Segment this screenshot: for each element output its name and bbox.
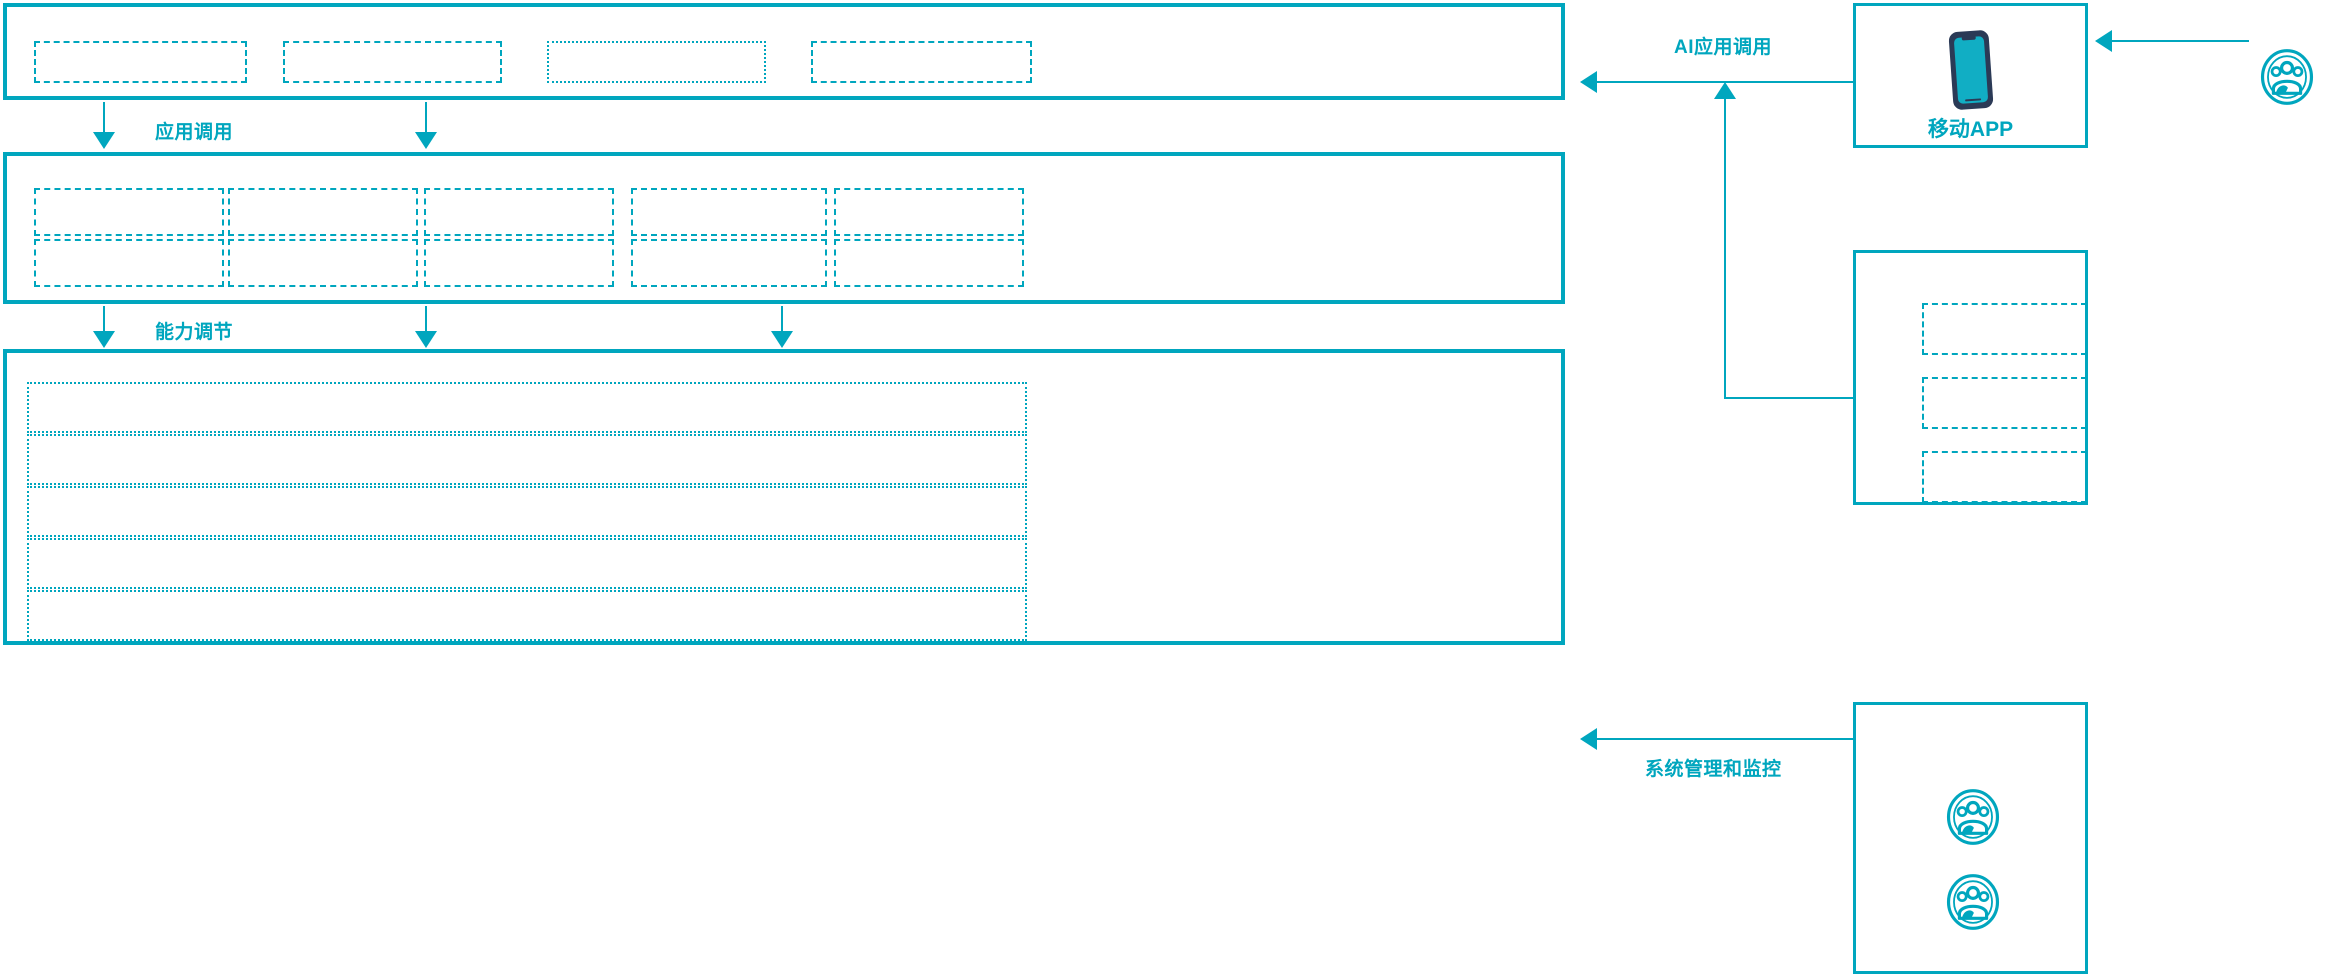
- capability-arrow-head-2: [415, 331, 437, 348]
- channel-riser-arrow-head: [1714, 82, 1736, 99]
- infrastructure-layer-row-5[interactable]: [27, 590, 1027, 641]
- actors-card-user-group-icon-2: [1944, 873, 2002, 936]
- app-call-arrow-stem-2: [425, 102, 427, 136]
- capability-layer-slot-r2c3[interactable]: [424, 239, 614, 287]
- capability-layer-slot-r1c1[interactable]: [34, 188, 224, 236]
- infrastructure-layer-row-2[interactable]: [27, 434, 1027, 485]
- smartphone-icon: [1944, 28, 1998, 117]
- capability-arrow-head-1: [93, 331, 115, 348]
- ai-app-call-label: AI应用调用: [1674, 37, 1773, 58]
- channel-card[interactable]: [1853, 250, 2088, 505]
- application-layer-panel: [3, 3, 1565, 100]
- system-mgmt-label: 系统管理和监控: [1645, 759, 1782, 780]
- capability-layer-slot-r2c1[interactable]: [34, 239, 224, 287]
- capability-arrow-head-3: [771, 331, 793, 348]
- actor-to-app-arrow-head: [2095, 30, 2112, 52]
- system-mgmt-arrow-head: [1580, 728, 1597, 750]
- channel-riser-foot-line: [1724, 397, 1854, 399]
- infrastructure-layer-row-4[interactable]: [27, 538, 1027, 589]
- infrastructure-layer-panel: [3, 349, 1565, 645]
- capability-layer-slot-r1c3[interactable]: [424, 188, 614, 236]
- capability-layer-slot-r1c5[interactable]: [834, 188, 1024, 236]
- mobile-app-card-label: 移动APP: [1927, 118, 2014, 141]
- channel-card-slot-3[interactable]: [1922, 451, 2087, 503]
- user-group-icon-svg: [2260, 49, 2314, 105]
- application-layer-slot-2[interactable]: [283, 41, 502, 83]
- system-mgmt-arrow-line: [1597, 738, 1854, 740]
- channel-riser-line: [1724, 97, 1726, 399]
- capability-arrow-stem-2: [425, 306, 427, 338]
- application-layer-slot-1[interactable]: [34, 41, 247, 83]
- channel-card-slot-1[interactable]: [1922, 303, 2087, 355]
- app-call-label: 应用调用: [155, 122, 234, 143]
- capability-arrow-stem-1: [103, 306, 105, 338]
- capability-layer-panel: [3, 152, 1565, 304]
- capability-layer-slot-r1c4[interactable]: [631, 188, 827, 236]
- user-group-icon-svg: [1946, 789, 2000, 845]
- app-call-arrow-head-1: [93, 132, 115, 149]
- app-call-arrow-stem-1: [103, 102, 105, 136]
- capability-layer-slot-r2c5[interactable]: [834, 239, 1024, 287]
- infrastructure-layer-row-1[interactable]: [27, 382, 1027, 433]
- app-call-arrow-head-2: [415, 132, 437, 149]
- infrastructure-layer-row-3[interactable]: [27, 486, 1027, 537]
- smartphone-icon-svg: [1948, 30, 1993, 110]
- ai-app-call-arrow-head: [1580, 71, 1597, 93]
- capability-arrow-stem-3: [781, 306, 783, 338]
- capability-layer-slot-r1c2[interactable]: [228, 188, 418, 236]
- channel-card-slot-2[interactable]: [1922, 377, 2087, 429]
- external-actor-user-group-icon: [2258, 48, 2316, 111]
- actor-to-app-arrow-line: [2112, 40, 2249, 42]
- actors-card[interactable]: [1853, 702, 2088, 974]
- capability-layer-slot-r2c2[interactable]: [228, 239, 418, 287]
- actors-card-user-group-icon-1: [1944, 788, 2002, 851]
- capability-layer-slot-r2c4[interactable]: [631, 239, 827, 287]
- user-group-icon-svg: [1946, 874, 2000, 930]
- application-layer-slot-4[interactable]: [811, 41, 1032, 83]
- application-layer-slot-3[interactable]: [547, 41, 766, 83]
- mobile-app-card[interactable]: 移动APP: [1853, 3, 2088, 148]
- capability-adjust-label: 能力调节: [155, 322, 234, 343]
